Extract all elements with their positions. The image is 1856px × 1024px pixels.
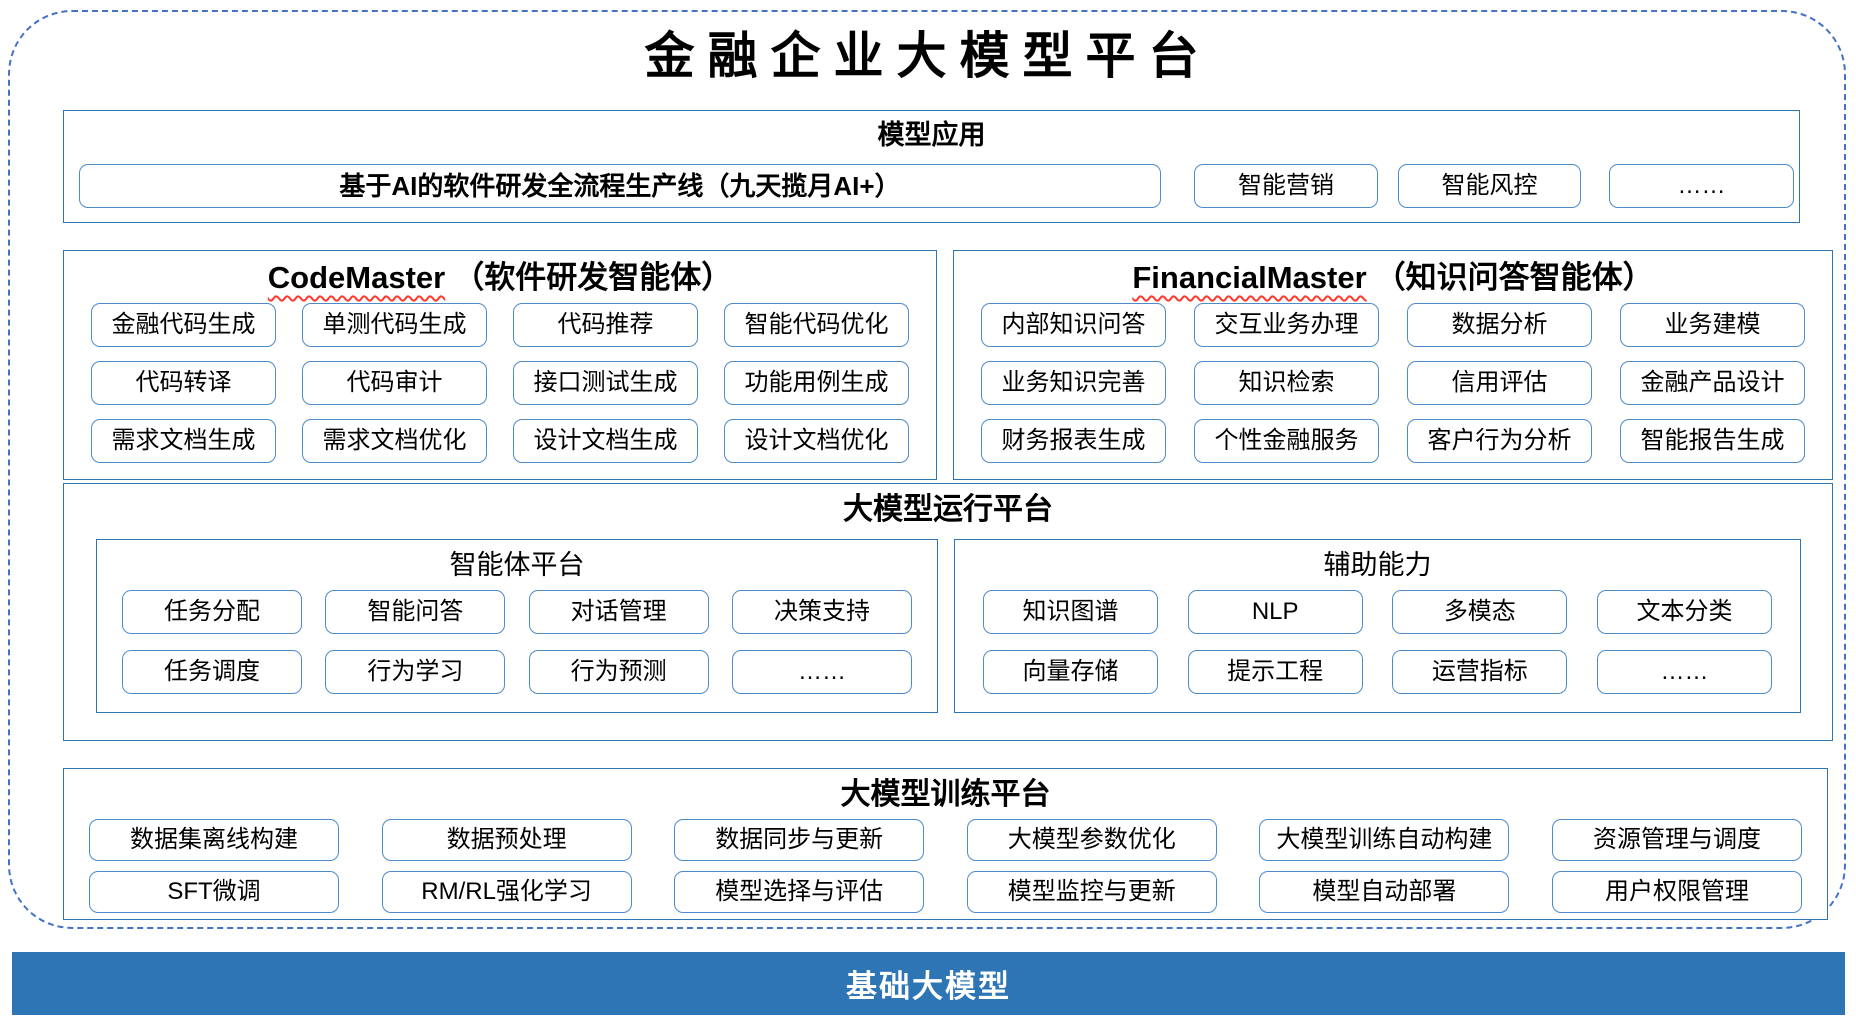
app-box-risk-control: 智能风控 bbox=[1398, 164, 1581, 208]
codemaster-row-3: 需求文档生成 需求文档优化 设计文档生成 设计文档优化 bbox=[91, 419, 909, 463]
capability-box: 资源管理与调度 bbox=[1551, 819, 1802, 861]
capability-box: 接口测试生成 bbox=[513, 361, 698, 405]
training-row-1: 数据集离线构建 数据预处理 数据同步与更新 大模型参数优化 大模型训练自动构建 … bbox=[89, 819, 1802, 861]
capability-box: 智能问答 bbox=[325, 590, 506, 634]
capability-box: 模型选择与评估 bbox=[674, 871, 925, 913]
page-title: 金融企业大模型平台 bbox=[644, 26, 1212, 85]
capability-box: NLP bbox=[1187, 590, 1363, 634]
financialmaster-name: FinancialMaster bbox=[1132, 260, 1367, 295]
capability-box: 内部知识问答 bbox=[981, 303, 1166, 347]
app-box-ai-pipeline: 基于AI的软件研发全流程生产线（九天揽月AI+） bbox=[79, 164, 1161, 208]
capability-box: 对话管理 bbox=[528, 590, 709, 634]
codemaster-row-1: 金融代码生成 单测代码生成 代码推荐 智能代码优化 bbox=[91, 303, 909, 347]
capability-box: 多模态 bbox=[1392, 590, 1568, 634]
section-model-application: 模型应用 基于AI的软件研发全流程生产线（九天揽月AI+） 智能营销 智能风控 … bbox=[63, 110, 1800, 223]
app-box-ellipsis: …… bbox=[1609, 164, 1794, 208]
codemaster-row-2: 代码转译 代码审计 接口测试生成 功能用例生成 bbox=[91, 361, 909, 405]
capability-box: 大模型训练自动构建 bbox=[1259, 819, 1510, 861]
capability-box: SFT微调 bbox=[89, 871, 339, 913]
financialmaster-row-2: 业务知识完善 知识检索 信用评估 金融产品设计 bbox=[981, 361, 1805, 405]
capability-box: 知识检索 bbox=[1194, 361, 1379, 405]
training-row-2: SFT微调 RM/RL强化学习 模型选择与评估 模型监控与更新 模型自动部署 用… bbox=[89, 871, 1802, 913]
capability-box: 数据集离线构建 bbox=[89, 819, 339, 861]
section-runtime-platform: 大模型运行平台 智能体平台 任务分配 智能问答 对话管理 决策支持 任务调度 行… bbox=[63, 483, 1833, 741]
capability-box: 向量存储 bbox=[983, 650, 1158, 694]
capability-box: 大模型参数优化 bbox=[966, 819, 1217, 861]
capability-box: 金融产品设计 bbox=[1620, 361, 1805, 405]
auxiliary-row-1: 知识图谱 NLP 多模态 文本分类 bbox=[983, 590, 1772, 634]
section-runtime-title: 大模型运行平台 bbox=[843, 493, 1053, 526]
capability-box: 代码推荐 bbox=[513, 303, 698, 347]
capability-box: 数据预处理 bbox=[381, 819, 632, 861]
capability-box: 模型监控与更新 bbox=[966, 871, 1217, 913]
capability-box: 任务调度 bbox=[122, 650, 302, 694]
capability-box: 业务知识完善 bbox=[981, 361, 1166, 405]
section-training-title: 大模型训练平台 bbox=[840, 778, 1051, 811]
agent-platform-row-1: 任务分配 智能问答 对话管理 决策支持 bbox=[122, 590, 912, 634]
section-financialmaster: FinancialMaster（知识问答智能体） 内部知识问答 交互业务办理 数… bbox=[953, 250, 1833, 480]
capability-box: 知识图谱 bbox=[983, 590, 1158, 634]
subsection-agent-platform-title: 智能体平台 bbox=[449, 550, 585, 580]
capability-box: 数据同步与更新 bbox=[674, 819, 925, 861]
auxiliary-row-2: 向量存储 提示工程 运营指标 …… bbox=[983, 650, 1772, 694]
foundation-model-label: 基础大模型 bbox=[846, 969, 1011, 1004]
financialmaster-row-3: 财务报表生成 个性金融服务 客户行为分析 智能报告生成 bbox=[981, 419, 1805, 463]
capability-box: 数据分析 bbox=[1407, 303, 1592, 347]
capability-box: 运营指标 bbox=[1392, 650, 1568, 694]
subsection-auxiliary-title: 辅助能力 bbox=[1323, 550, 1432, 580]
section-codemaster: CodeMaster（软件研发智能体） 金融代码生成 单测代码生成 代码推荐 智… bbox=[63, 250, 937, 480]
capability-box: 业务建模 bbox=[1620, 303, 1805, 347]
capability-box: 任务分配 bbox=[122, 590, 302, 634]
codemaster-suffix: （软件研发智能体） bbox=[453, 260, 733, 295]
capability-box: 智能报告生成 bbox=[1620, 419, 1805, 463]
codemaster-name: CodeMaster bbox=[267, 260, 446, 295]
capability-box: 金融代码生成 bbox=[91, 303, 276, 347]
capability-box: 用户权限管理 bbox=[1551, 871, 1802, 913]
financialmaster-suffix: （知识问答智能体） bbox=[1374, 260, 1654, 295]
capability-box: 个性金融服务 bbox=[1194, 419, 1379, 463]
capability-box: RM/RL强化学习 bbox=[381, 871, 632, 913]
subsection-agent-platform: 智能体平台 任务分配 智能问答 对话管理 决策支持 任务调度 行为学习 行为预测… bbox=[96, 539, 938, 713]
foundation-model-bar: 基础大模型 bbox=[12, 952, 1845, 1015]
section-codemaster-title: CodeMaster（软件研发智能体） bbox=[64, 259, 936, 297]
capability-box: 需求文档生成 bbox=[91, 419, 276, 463]
financialmaster-row-1: 内部知识问答 交互业务办理 数据分析 业务建模 bbox=[981, 303, 1805, 347]
section-financialmaster-title: FinancialMaster（知识问答智能体） bbox=[954, 259, 1832, 297]
capability-box: 客户行为分析 bbox=[1407, 419, 1592, 463]
capability-box: 设计文档优化 bbox=[724, 419, 909, 463]
capability-box: 功能用例生成 bbox=[724, 361, 909, 405]
capability-box: 行为学习 bbox=[325, 650, 506, 694]
capability-box: 设计文档生成 bbox=[513, 419, 698, 463]
capability-box: 需求文档优化 bbox=[302, 419, 487, 463]
capability-box: 行为预测 bbox=[528, 650, 709, 694]
capability-box: 提示工程 bbox=[1187, 650, 1363, 694]
section-training-platform: 大模型训练平台 数据集离线构建 数据预处理 数据同步与更新 大模型参数优化 大模… bbox=[63, 768, 1828, 920]
capability-box: 决策支持 bbox=[731, 590, 912, 634]
capability-box: 财务报表生成 bbox=[981, 419, 1166, 463]
capability-box: 智能代码优化 bbox=[724, 303, 909, 347]
app-box-marketing: 智能营销 bbox=[1194, 164, 1378, 208]
capability-box: 代码审计 bbox=[302, 361, 487, 405]
capability-box: 代码转译 bbox=[91, 361, 276, 405]
capability-box: …… bbox=[731, 650, 912, 694]
capability-box: 信用评估 bbox=[1407, 361, 1592, 405]
subsection-auxiliary-capabilities: 辅助能力 知识图谱 NLP 多模态 文本分类 向量存储 提示工程 运营指标 …… bbox=[954, 539, 1801, 713]
capability-box: 交互业务办理 bbox=[1194, 303, 1379, 347]
agent-platform-row-2: 任务调度 行为学习 行为预测 …… bbox=[122, 650, 912, 694]
capability-box: 单测代码生成 bbox=[302, 303, 487, 347]
capability-box: 模型自动部署 bbox=[1259, 871, 1510, 913]
capability-box: 文本分类 bbox=[1596, 590, 1772, 634]
section-model-application-title: 模型应用 bbox=[877, 120, 986, 150]
capability-box: …… bbox=[1596, 650, 1772, 694]
